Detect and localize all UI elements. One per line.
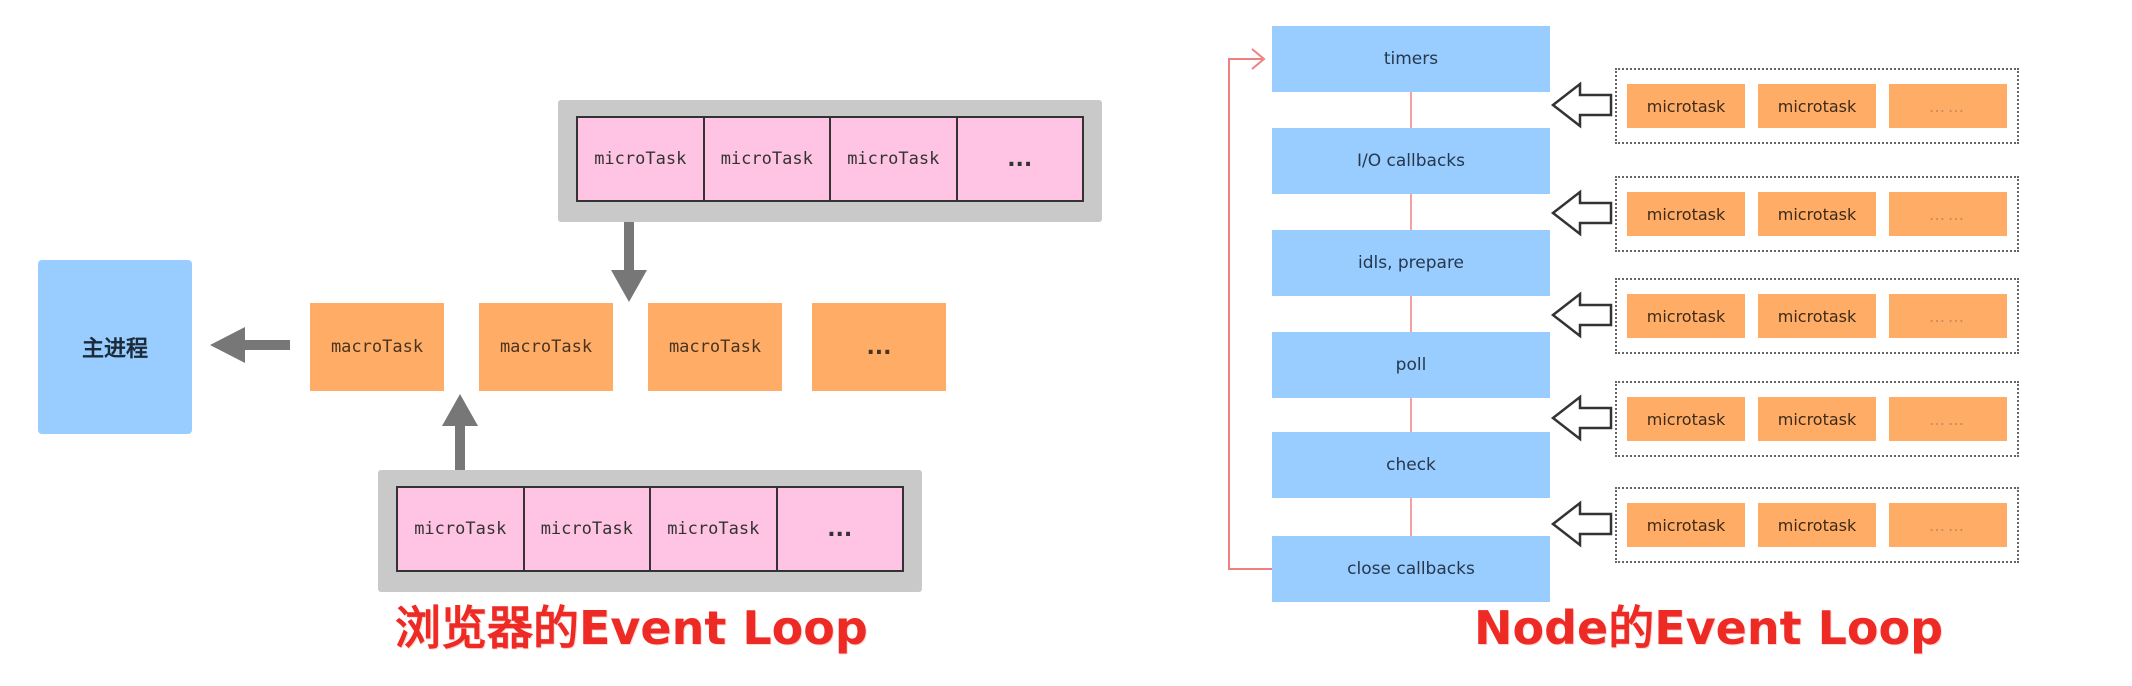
microtask-queue-3: microtask microtask ……	[1615, 278, 2019, 354]
bottom-microtask-1: microTask	[398, 488, 525, 570]
top-microtask-more: ...	[1007, 146, 1033, 172]
microtask-chip-more: ……	[1889, 503, 2007, 547]
top-microtask-2: microTask	[705, 118, 831, 200]
phase-check: check	[1272, 432, 1550, 498]
microtask-chip-more: ……	[1889, 397, 2007, 441]
microtask-chip: microtask	[1758, 294, 1876, 338]
phase-io-callbacks: I/O callbacks	[1272, 128, 1550, 194]
top-microtask-row: microTask microTask microTask ...	[576, 116, 1084, 202]
macro-task-more: ...	[812, 303, 946, 391]
microtask-hollow-arrows	[1550, 81, 1613, 548]
top-microtask-queue: microTask microTask microTask ...	[558, 100, 1102, 222]
microtask-chip: microtask	[1758, 503, 1876, 547]
microtask-queue-2: microtask microtask ……	[1615, 176, 2019, 252]
microtask-chip: microtask	[1627, 397, 1745, 441]
microtask-chip-more: ……	[1889, 294, 2007, 338]
node-event-loop-caption: Node的Event Loop	[1474, 601, 1944, 655]
arrow-top-micro-down	[611, 222, 647, 302]
top-microtask-3: microTask	[831, 118, 958, 200]
microtask-queue-5: microtask microtask ……	[1615, 487, 2019, 563]
arrow-bottom-micro-up	[442, 394, 478, 470]
microtask-chip: microtask	[1758, 84, 1876, 128]
phase-poll: poll	[1272, 332, 1550, 398]
microtask-chip-more: ……	[1889, 192, 2007, 236]
macro-task-1: macroTask	[310, 303, 444, 391]
microtask-queue-4: microtask microtask ……	[1615, 381, 2019, 457]
macro-task-2: macroTask	[479, 303, 613, 391]
browser-event-loop-caption: 浏览器的Event Loop	[395, 601, 868, 655]
microtask-chip: microtask	[1627, 294, 1745, 338]
arrow-to-main-process	[210, 327, 290, 363]
microtask-chip-more: ……	[1889, 84, 2007, 128]
microtask-chip: microtask	[1627, 84, 1745, 128]
bottom-microtask-3: microTask	[651, 488, 778, 570]
top-microtask-1: microTask	[578, 118, 705, 200]
microtask-chip: microtask	[1627, 503, 1745, 547]
microtask-chip: microtask	[1627, 192, 1745, 236]
bottom-microtask-2: microTask	[525, 488, 651, 570]
bottom-microtask-more: ...	[827, 516, 853, 542]
microtask-chip: microtask	[1758, 397, 1876, 441]
phase-idle-prepare: idls, prepare	[1272, 230, 1550, 296]
phase-close-callbacks: close callbacks	[1272, 536, 1550, 602]
bottom-microtask-queue: microTask microTask microTask ...	[378, 470, 922, 592]
macro-task-3: macroTask	[648, 303, 782, 391]
bottom-microtask-row: microTask microTask microTask ...	[396, 486, 904, 572]
loop-back-arrow	[1228, 48, 1272, 570]
phase-timers: timers	[1272, 26, 1550, 92]
main-process-box: 主进程	[38, 260, 192, 434]
microtask-queue-1: microtask microtask ……	[1615, 68, 2019, 144]
microtask-chip: microtask	[1758, 192, 1876, 236]
